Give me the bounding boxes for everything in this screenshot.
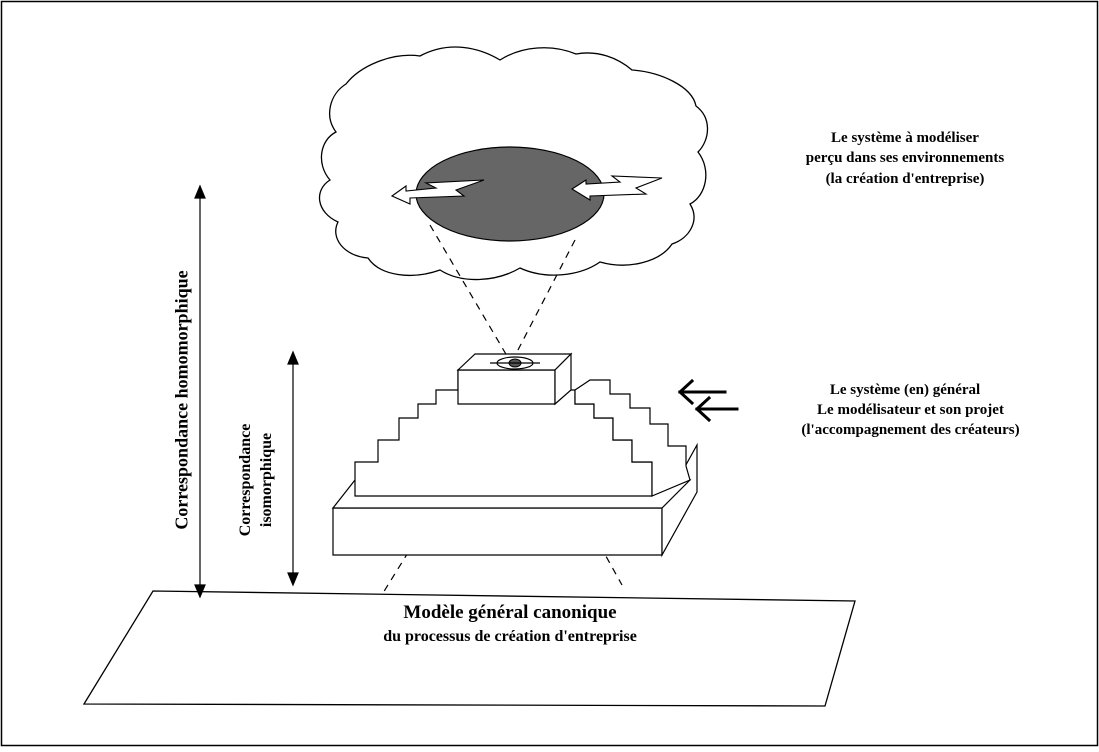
canonical-model-label: Modèle général canonique du processus de… xyxy=(270,600,750,647)
vertical-arrows xyxy=(194,184,299,599)
isomorphic-label: Correspondance isomorphique xyxy=(236,424,278,537)
top-box-front xyxy=(457,369,556,405)
modeler-project-line1: Le modélisateur et son projet xyxy=(817,402,1004,418)
system-to-model-label: Le système à modéliser perçu dans ses en… xyxy=(735,128,1075,189)
canonical-model-line1: Modèle général canonique xyxy=(403,602,617,623)
ground-plane xyxy=(82,590,856,707)
isomorphic-line1: Correspondance xyxy=(237,423,255,537)
pyramid xyxy=(331,352,698,558)
isomorphic-arrow-top xyxy=(287,350,299,365)
pointer-arrows xyxy=(677,378,739,423)
pyramid-side-steps xyxy=(574,379,691,497)
system-to-model-line1: Le système à modéliser xyxy=(831,130,979,146)
top-box-side xyxy=(554,352,572,406)
system-to-model-line2: perçu dans ses environnements xyxy=(805,150,1005,167)
modeler-project-label: Le modélisateur et son projet (l'accompa… xyxy=(738,400,1083,441)
homomorphic-arrow-bottom xyxy=(194,584,206,599)
homomorphic-label: Correspondance homomorphique xyxy=(171,270,192,530)
modeler-project-line2: (l'accompagnement des créateurs) xyxy=(801,422,1020,439)
lightning-arrow-left xyxy=(390,179,485,205)
pyramid-base-front xyxy=(332,507,663,556)
lightning-arrow-right xyxy=(570,175,663,201)
left-arrow-icon xyxy=(694,395,739,423)
isomorphic-arrow-bottom xyxy=(287,572,299,587)
system-to-model-line3: (la création d'entreprise) xyxy=(825,170,985,187)
projection-line-1 xyxy=(429,224,521,379)
canonical-model-line2: du processus de création d'entreprise xyxy=(383,627,637,645)
general-system-label: Le système (en) général xyxy=(829,382,981,398)
homomorphic-arrow-top xyxy=(194,184,206,199)
isomorphic-line2: isomorphique xyxy=(258,432,275,528)
left-arrow-icon xyxy=(677,378,727,406)
